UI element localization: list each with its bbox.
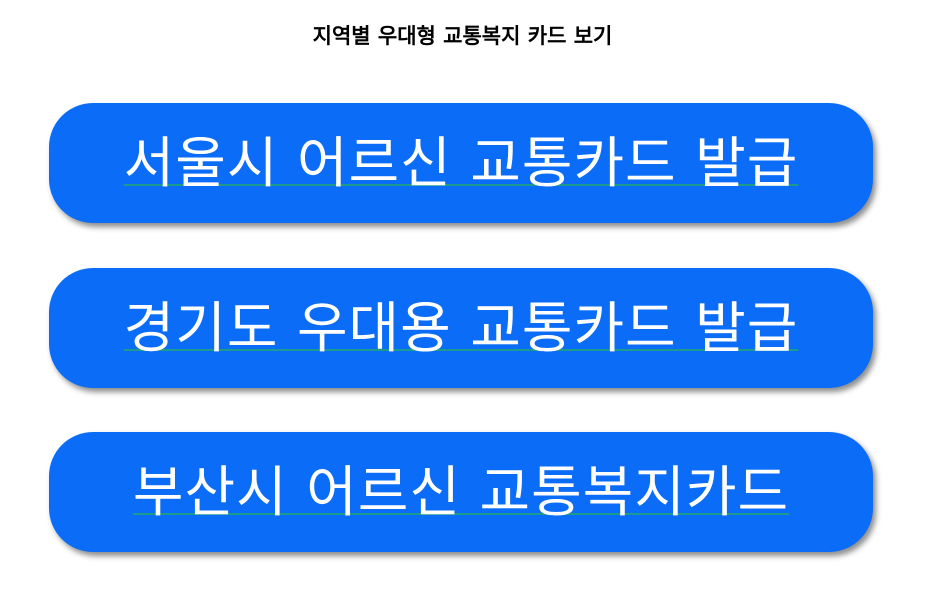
gyeonggi-card-button[interactable]: 경기도 우대용 교통카드 발급 [49, 268, 873, 388]
seoul-card-link-label[interactable]: 서울시 어르신 교통카드 발급 [123, 131, 799, 195]
gyeonggi-card-link-label[interactable]: 경기도 우대용 교통카드 발급 [123, 296, 799, 360]
page-title: 지역별 우대형 교통복지 카드 보기 [312, 24, 613, 48]
busan-card-button[interactable]: 부산시 어르신 교통복지카드 [49, 432, 873, 552]
busan-card-link-label[interactable]: 부산시 어르신 교통복지카드 [132, 460, 790, 524]
seoul-card-button[interactable]: 서울시 어르신 교통카드 발급 [49, 103, 873, 223]
